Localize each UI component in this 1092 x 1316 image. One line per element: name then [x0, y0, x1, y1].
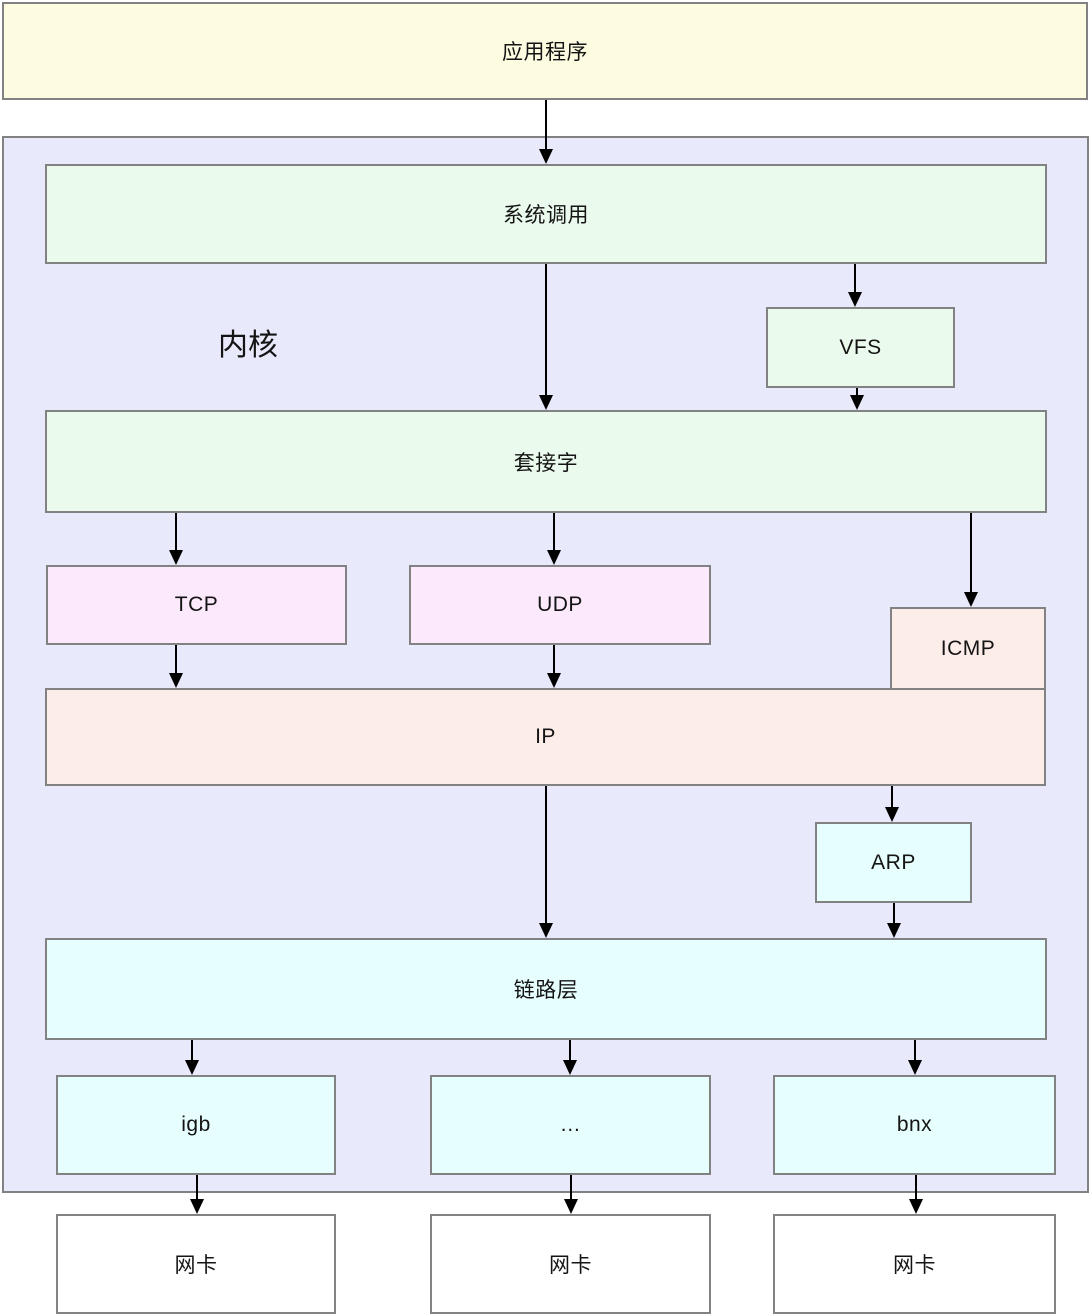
arrow-head-socket-to-tcp: [169, 550, 183, 565]
arrow-head-syscall-to-socket: [539, 395, 553, 410]
arrow-shaft-link-to-drivers: [569, 1040, 571, 1062]
node-label-drivers: …: [559, 1113, 582, 1136]
node-label-syscall: 系统调用: [503, 204, 589, 227]
arrow-head-drivers-to-nic2: [564, 1199, 578, 1214]
node-label-vfs: VFS: [839, 335, 882, 359]
node-label-ip: IP: [535, 725, 556, 748]
node-igb: igb: [56, 1075, 336, 1175]
arrow-head-ip-to-link: [539, 923, 553, 938]
arrow-shaft-drivers-to-nic2: [570, 1175, 572, 1201]
arrow-head-bnx-to-nic3: [909, 1199, 923, 1214]
arrow-shaft-socket-to-tcp: [175, 513, 177, 552]
node-label-link: 链路层: [513, 979, 579, 1002]
arrow-shaft-link-to-igb: [191, 1040, 193, 1062]
arrow-shaft-socket-to-udp: [553, 513, 555, 552]
arrow-head-link-to-igb: [185, 1060, 199, 1075]
arrow-shaft-igb-to-nic1: [196, 1175, 198, 1201]
arrow-shaft-link-to-bnx: [914, 1040, 916, 1062]
arrow-head-socket-to-udp: [547, 550, 561, 565]
arrow-shaft-socket-to-icmp: [970, 513, 972, 594]
node-syscall: 系统调用: [45, 164, 1047, 264]
arrow-shaft-ip-to-link: [545, 786, 547, 925]
arrow-head-link-to-bnx: [908, 1060, 922, 1075]
node-udp: UDP: [409, 565, 711, 645]
node-link: 链路层: [45, 938, 1047, 1040]
node-label-bnx: bnx: [896, 1113, 933, 1136]
arrow-shaft-vfs-to-socket: [856, 388, 858, 397]
node-label-udp: UDP: [537, 593, 583, 616]
node-label-nic3: 网卡: [893, 1254, 936, 1277]
node-label-socket: 套接字: [513, 451, 579, 475]
arrow-head-vfs-to-socket: [850, 395, 864, 410]
node-label-nic1: 网卡: [174, 1254, 218, 1277]
node-label-app: 应用程序: [502, 41, 588, 64]
node-label-arp: ARP: [871, 850, 916, 874]
node-nic3: 网卡: [773, 1214, 1056, 1314]
node-socket: 套接字: [45, 410, 1047, 513]
arrow-shaft-arp-to-link: [893, 903, 895, 925]
node-label-nic2: 网卡: [549, 1254, 592, 1277]
arrow-head-ip-to-arp: [885, 807, 899, 822]
arrow-shaft-syscall-to-vfs: [854, 264, 856, 294]
node-vfs: VFS: [766, 307, 955, 388]
arrow-head-tcp-to-ip: [169, 673, 183, 688]
node-arp: ARP: [815, 822, 972, 903]
arrow-shaft-syscall-to-socket: [545, 264, 547, 397]
arrow-head-arp-to-link: [887, 923, 901, 938]
arrow-shaft-udp-to-ip: [553, 645, 555, 675]
node-ip: IP: [45, 688, 1046, 786]
node-tcp: TCP: [46, 565, 347, 645]
node-label-icmp: ICMP: [940, 636, 996, 660]
arrow-shaft-tcp-to-ip: [175, 645, 177, 675]
arrow-head-socket-to-icmp: [964, 592, 978, 607]
arrow-shaft-ip-to-arp: [891, 786, 893, 809]
arrow-head-app-to-syscall: [539, 149, 553, 164]
node-label-tcp: TCP: [174, 593, 219, 616]
node-nic2: 网卡: [430, 1214, 711, 1314]
node-icmp: ICMP: [890, 607, 1046, 690]
kernel-label: 内核: [218, 329, 278, 362]
node-label-igb: igb: [181, 1113, 211, 1136]
arrow-shaft-app-to-syscall: [545, 100, 547, 151]
node-nic1: 网卡: [56, 1214, 336, 1314]
arrow-head-syscall-to-vfs: [848, 292, 862, 307]
arrow-shaft-bnx-to-nic3: [915, 1175, 917, 1201]
node-app: 应用程序: [2, 2, 1088, 100]
node-bnx: bnx: [773, 1075, 1056, 1175]
arrow-head-udp-to-ip: [547, 673, 561, 688]
node-drivers: …: [430, 1075, 711, 1175]
arrow-head-link-to-drivers: [563, 1060, 577, 1075]
arrow-head-igb-to-nic1: [190, 1199, 204, 1214]
